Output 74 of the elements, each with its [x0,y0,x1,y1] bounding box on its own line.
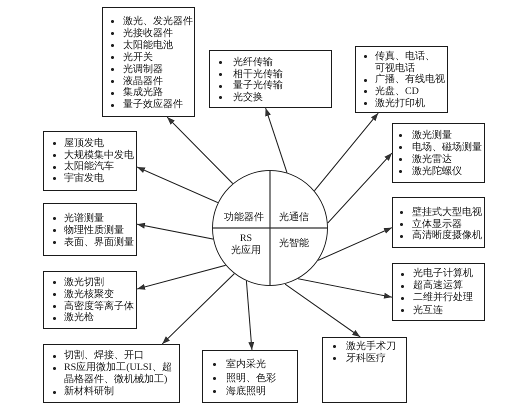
list-box [392,263,485,321]
list-item: 切割、焊接、开口 [64,350,144,362]
arrow [162,273,235,344]
arrow [136,222,214,240]
list-item: 激光雷达 [412,154,452,166]
quadrant-label: 光智能 [279,238,309,250]
list-item: 表面、界面测量 [64,236,134,249]
list-item: 高密度等离子体 [64,300,134,312]
arrow [246,280,254,350]
arrow [298,278,392,299]
list-item: 壁挂式大型电视 [412,207,482,218]
list-item: 量子光传输 [233,80,283,92]
list-item: 相干光传输 [233,68,283,80]
arrow [327,152,392,224]
arrow [136,166,218,204]
list-item: 宇宙发电 [64,173,104,185]
list-item: 牙科医疗 [346,352,386,364]
list-item: 太阳能电池 [123,40,173,52]
list-item: 光调制器 [123,64,163,76]
list-item: 电场、磁场测量 [412,142,482,154]
list-item: 光纤传输 [233,57,273,68]
list-item: 二维并行处理 [413,292,473,304]
arrow [284,284,361,338]
quadrant-label: 功能器件 [224,212,264,224]
list-box [392,197,485,248]
list-item: 激光手术刀 [346,341,396,352]
list-box [355,46,448,113]
list-item: 超高速运算 [413,280,463,292]
list-item: 光接收器件 [123,28,173,40]
arrow [136,264,226,290]
list-box [392,123,485,183]
list-item: 室内采光 [226,358,266,372]
list-item: 激光陀螺仪 [412,166,462,178]
list-box [43,271,137,329]
list-item: 太阳能汽车 [64,161,114,172]
list-item: 激光核聚变 [64,288,114,300]
quadrant-label: RS 光应用 [230,233,262,257]
arrow [265,108,288,173]
list-item: 光谱测量 [64,213,104,224]
list-item: 光开关 [123,52,153,64]
list-item: 激光枪 [64,312,94,324]
list-box [43,344,180,403]
list-item: 广播、有线电视 [375,74,445,86]
list-item: 量子效应器件 [123,99,183,112]
arrow [166,116,234,184]
list-item: 新材料研制 [64,386,114,398]
list-item: 光互连 [413,304,443,317]
arrow [314,112,379,192]
list-box [43,203,137,256]
list-item: 激光打印机 [375,98,425,110]
list-box [43,131,137,191]
list-item: RS应用微加工(ULSI、超晶格器件、微机械加工) [64,362,173,386]
list-item: 立体显示器 [412,218,462,230]
list-item: 光交换 [233,92,263,104]
list-box [209,50,332,108]
list-box [202,350,298,403]
quadrant-label: 光通信 [279,212,309,224]
list-box [322,337,407,403]
list-item: 海底照明 [226,385,266,398]
list-item: 照明、色彩 [226,372,276,385]
list-item: 高清晰度摄像机 [412,230,482,242]
list-item: 屋顶发电 [64,138,104,150]
list-item: 光盘、CD [375,86,419,98]
arrow [318,227,392,261]
list-box [102,7,195,117]
list-item: 液晶器件 [123,76,163,87]
list-item: 传真、电话、可视电话 [375,51,435,74]
list-item: 大规模集中发电 [64,150,134,161]
list-item: 物理性质测量 [64,224,124,236]
list-item: 集成光路 [123,87,163,98]
list-item: 激光测量 [412,130,452,142]
list-item: 激光切割 [64,277,104,288]
list-item: 激光、发光器件 [123,16,193,28]
list-item: 光电子计算机 [413,268,473,280]
